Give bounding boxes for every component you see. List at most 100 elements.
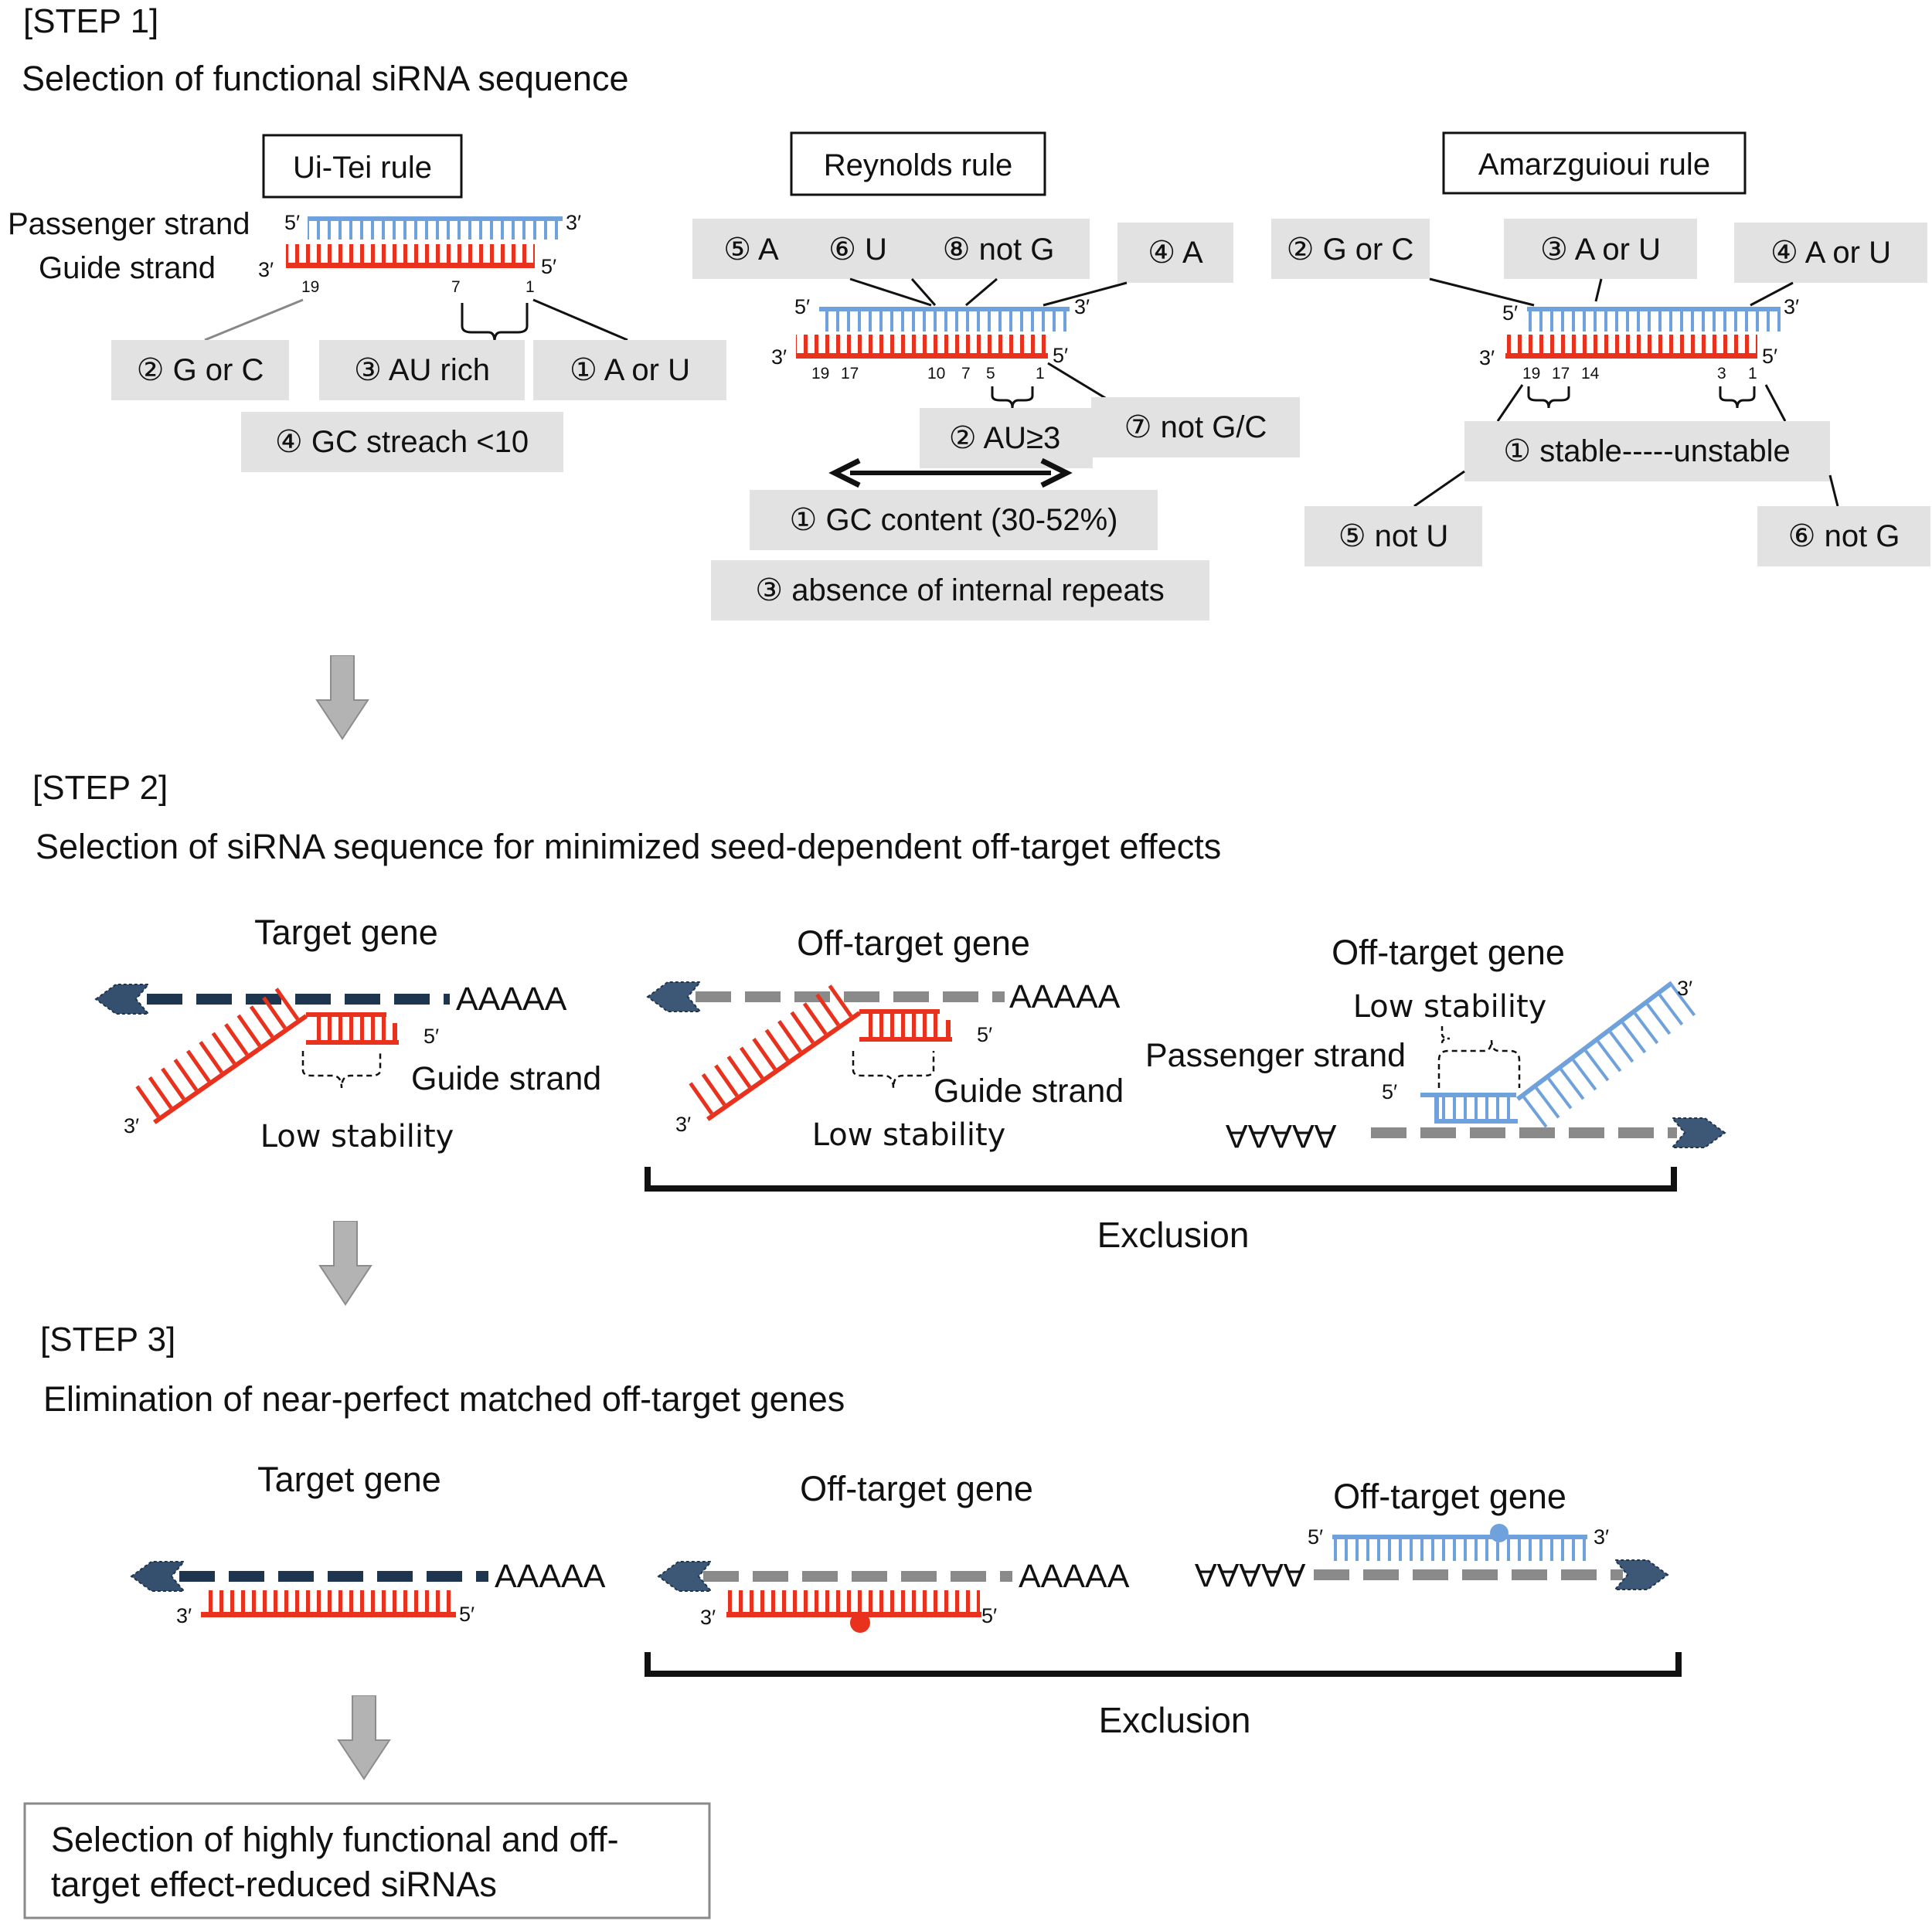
reynolds-passenger-strand [819, 307, 1070, 311]
amarz-rule-box [1442, 131, 1747, 195]
amarz-passenger-3end: 3′ [1784, 295, 1799, 318]
step1-tag: [STEP 1] [23, 2, 158, 40]
step2-target-guide-label: Guide strand [411, 1060, 601, 1097]
uitei-guide-bases [286, 244, 535, 263]
amarz-connector-6 [1828, 474, 1839, 507]
uitei-crit-au-rich [319, 340, 525, 400]
reynolds-crit-top-group [692, 219, 1090, 279]
step2-target-gene-panel: Target gene AAAAA 5′ 3′ Guide strand Low… [94, 913, 601, 1154]
step3-off1-3end: 3′ [700, 1606, 716, 1629]
uitei-passenger-5end: 5′ [284, 211, 300, 234]
step2-off1-low-stability: Low stability [812, 1117, 1006, 1153]
step3-target-gene-label: Target gene [257, 1460, 441, 1499]
amarz-crit-gc: ② G or C [1287, 233, 1414, 267]
step2-target-polya: AAAAA [456, 981, 567, 1018]
reynolds-guide-strand [796, 353, 1048, 359]
step2-passenger-label: Passenger strand [1145, 1037, 1406, 1074]
reynolds-pos-7: 7 [961, 365, 971, 382]
reynolds-rule-box [790, 131, 1046, 196]
reynolds-crit-notgc: ⑦ not G/C [1124, 410, 1267, 444]
step2-off1-guide-bases [864, 1014, 940, 1037]
amarz-crit-notu: ⑤ not U [1338, 519, 1449, 553]
reynolds-guide-3end: 3′ [771, 345, 787, 369]
amarz-pos-17: 17 [1552, 365, 1570, 382]
amarz-crit-3au: ③ A or U [1540, 233, 1661, 267]
step3-off2-3end: 3′ [1594, 1525, 1609, 1549]
step2-off1-guide-label: Guide strand [934, 1073, 1124, 1110]
amarz-connector-1 [1764, 384, 1787, 422]
step2-target-guide-top [306, 1012, 386, 1017]
step3-off1-5end: 5′ [981, 1604, 997, 1627]
uitei-sirna-duplex [286, 216, 563, 268]
step3-offtarget1-cap [657, 1561, 713, 1592]
amarz-pos-19: 19 [1522, 365, 1540, 382]
amarz-stable-brace [1527, 386, 1570, 409]
step3-exclusion-bracket [645, 1652, 1682, 1677]
step2-title: Selection of siRNA sequence for minimize… [36, 827, 1221, 866]
step3-off2-5end: 5′ [1308, 1525, 1323, 1549]
uitei-passenger-bases [308, 221, 563, 240]
amarz-sirna-duplex [1505, 307, 1781, 359]
step3-title: Elimination of near-perfect matched off-… [43, 1379, 845, 1419]
step3-off2-mismatch-bulge [1490, 1524, 1509, 1542]
step2-off2-passenger-hook [1434, 1093, 1439, 1124]
step3-target-3end: 3′ [176, 1604, 192, 1627]
step2-offtarget-passenger-panel: Off-target gene Low stability Passenger … [1145, 933, 1726, 1154]
step2-off2-passenger-5tail [1420, 1093, 1516, 1097]
reynolds-crit-gc-content-box [750, 490, 1158, 550]
step3-offtarget2-cap [1613, 1559, 1669, 1590]
step2-exclusion-bracket [645, 1167, 1677, 1192]
reynolds-crit-4a-box [1117, 223, 1233, 283]
amarz-connector-4 [1750, 281, 1794, 307]
step3-off1-guide-strand [726, 1612, 981, 1617]
reynolds-pos-17: 17 [841, 365, 859, 382]
uitei-crit-gc-stretch [241, 412, 563, 472]
step2-off1-guide-arm [685, 981, 862, 1121]
flow-arrow-step1-to-step2 [316, 655, 369, 740]
step3-target-guide-strand [201, 1612, 456, 1617]
amarz-crit-notg: ⑥ not G [1788, 519, 1900, 553]
reynolds-crit-au3-box [920, 408, 1093, 468]
amarz-crit-4au-box [1734, 223, 1927, 283]
step3-off2-passenger-bases [1334, 1539, 1586, 1561]
step2-off1-guide-seed [859, 1037, 952, 1042]
step3-target-5end: 5′ [459, 1603, 474, 1626]
step3-off1-mismatch-bulge [850, 1613, 870, 1633]
reynolds-pos-10: 10 [927, 365, 945, 382]
step3-off1-guide-bases [728, 1590, 980, 1612]
amarz-passenger-bases [1527, 311, 1781, 332]
step2-offtarget2-cap [1670, 1117, 1726, 1148]
amarzguioui-panel: Amarzguioui rule ② G or C ③ A or U ④ A o… [1271, 131, 1930, 566]
step2-off2-brace-stem [1440, 1026, 1451, 1044]
amarz-guide-3end: 3′ [1479, 346, 1495, 369]
step2-off2-seed-brace [1437, 1039, 1521, 1088]
uitei-seed-brace [461, 303, 529, 342]
reynolds-passenger-3end: 3′ [1074, 295, 1090, 318]
reynolds-connector-5a [849, 277, 932, 307]
amarz-passenger-strand [1527, 307, 1781, 311]
amarz-crit-stability: ① stable-----unstable [1503, 434, 1791, 468]
step2-off2-passenger-seed [1434, 1119, 1518, 1124]
step2-offtarget2-label: Off-target gene [1332, 933, 1565, 972]
uitei-crit-gc [111, 340, 289, 400]
uitei-crit-gc-text: ② G or C [137, 353, 264, 387]
final-result-box [23, 1802, 711, 1919]
step2-off2-passenger-arm [1516, 981, 1696, 1131]
flow-arrow-step3-to-final [338, 1695, 390, 1780]
step3-off2-passenger-strand [1332, 1535, 1587, 1539]
reynolds-crit-8notg: ⑧ not G [943, 233, 1055, 267]
final-line-2: target effect-reduced siRNAs [51, 1865, 497, 1904]
uitei-guide-strand [286, 263, 535, 268]
step1-title: Selection of functional siRNA sequence [22, 59, 628, 98]
amarz-connector-2 [1429, 277, 1535, 307]
reynolds-crit-repeats-box [711, 560, 1209, 620]
uitei-crit-gc-stretch-text: ④ GC streach <10 [275, 425, 529, 459]
uitei-pos-19: 19 [301, 278, 319, 296]
step3-target-gene-panel: Target gene AAAAA 3′ 5′ [130, 1460, 606, 1627]
step2-offtarget-guide-panel: Off-target gene AAAAA 5′ 3′ Guide strand… [646, 923, 1124, 1153]
uitei-passenger-3end: 3′ [566, 211, 581, 234]
guide-strand-label: Guide strand [39, 251, 216, 285]
uitei-connector-1 [532, 298, 628, 342]
reynolds-rule-label: Reynolds rule [824, 148, 1013, 182]
uitei-guide-5end: 5′ [541, 255, 556, 278]
